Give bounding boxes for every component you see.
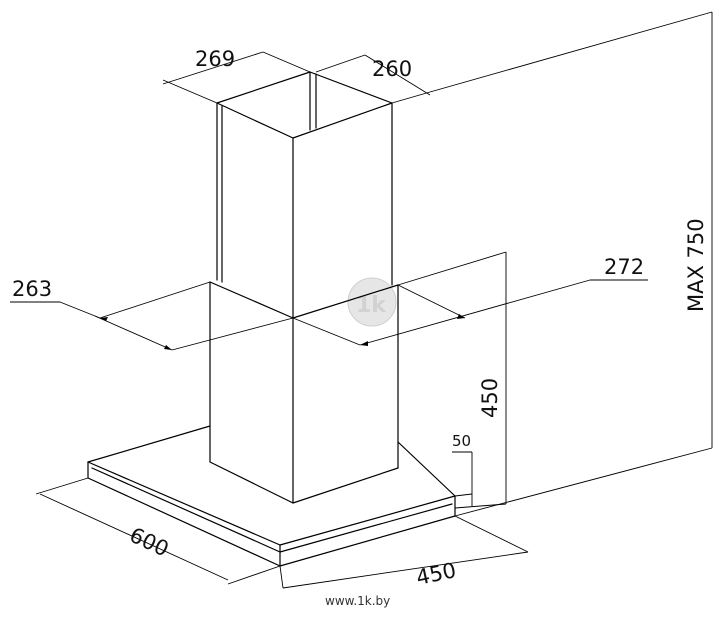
dim-label-50: 50 xyxy=(452,432,471,450)
dim-label-max-750: MAX 750 xyxy=(684,218,708,312)
dim-label-269: 269 xyxy=(195,47,235,71)
dim-label-450-height: 450 xyxy=(478,378,502,418)
dim-label-272: 272 xyxy=(604,255,644,279)
dim-label-600: 600 xyxy=(126,523,172,562)
logo-watermark: 1k xyxy=(347,277,397,327)
watermark-text: www.1k.by xyxy=(325,594,390,608)
dim-50: 50 xyxy=(452,432,473,506)
dim-263: 263 xyxy=(10,277,294,351)
dim-272: 272 xyxy=(292,255,648,346)
dim-label-450-depth: 450 xyxy=(414,558,458,590)
dim-label-260: 260 xyxy=(372,57,412,81)
dim-450-height: 450 xyxy=(397,251,507,509)
lower-chimney xyxy=(209,281,399,504)
dim-269: 269 xyxy=(162,47,311,104)
dim-max-750: MAX 750 xyxy=(429,11,713,517)
dim-600: 600 xyxy=(35,477,281,585)
dim-260: 260 xyxy=(315,54,431,104)
dim-label-263: 263 xyxy=(12,277,52,301)
dim-450-depth: 450 xyxy=(279,515,529,590)
